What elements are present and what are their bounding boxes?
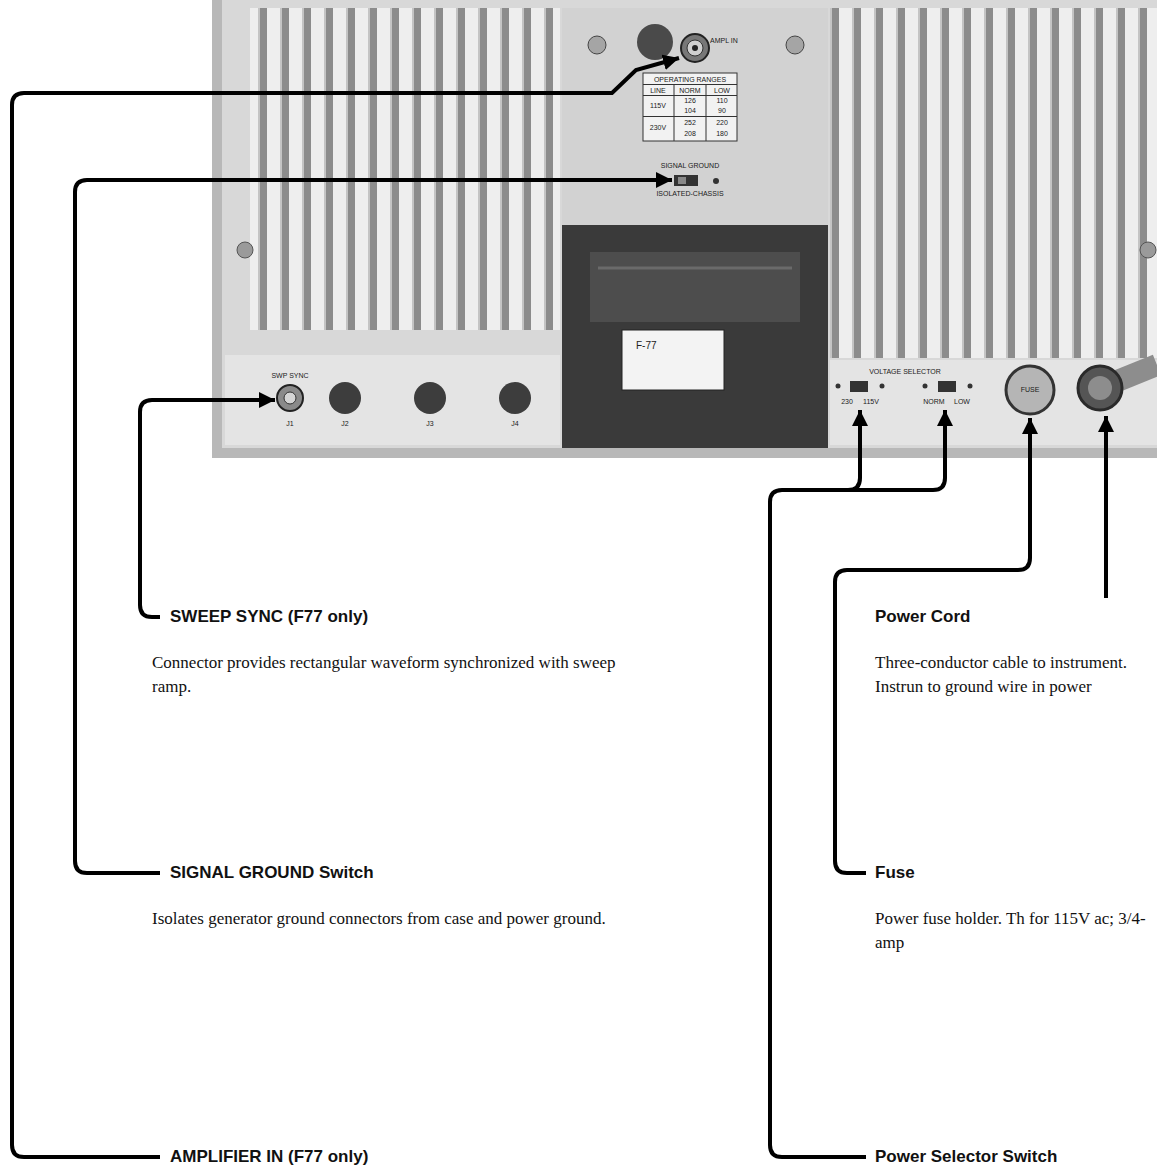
selector-label: VOLTAGE SELECTOR (855, 368, 955, 376)
callout-text: Power fuse holder. Th for 115V ac; 3/4-a… (875, 907, 1151, 955)
model-number: F-77 (636, 340, 716, 352)
switch-label: SIGNAL GROUND (640, 162, 740, 170)
switch-position: 115V (861, 398, 881, 406)
switch-label: ISOLATED-CHASSIS (640, 190, 740, 198)
callout-text: Connector provides rectangular waveform … (152, 651, 622, 699)
jack-label: J1 (280, 420, 300, 428)
table-cell: 252 (675, 119, 705, 127)
callout-text: Isolates generator ground connectors fro… (152, 907, 622, 931)
table-header: LOW (707, 87, 737, 95)
table-cell: 110 (707, 97, 737, 105)
table-cell: 126 (675, 97, 705, 105)
table-header: NORM (675, 87, 705, 95)
table-cell: 220 (707, 119, 737, 127)
table-cell: 230V (643, 124, 673, 132)
table-cell: 208 (675, 130, 705, 138)
connector-label: AMPL IN (710, 37, 740, 45)
table-title: OPERATING RANGES (644, 76, 736, 84)
switch-position: LOW (952, 398, 972, 406)
callout-heading: SWEEP SYNC (F77 only) (170, 607, 368, 627)
callout-heading: AMPLIFIER IN (F77 only) (170, 1147, 368, 1167)
callout-heading: Power Cord (875, 607, 970, 627)
switch-position: 230 (838, 398, 856, 406)
callout-heading: Power Selector Switch (875, 1147, 1057, 1167)
jack-label: J3 (420, 420, 440, 428)
table-cell: 115V (643, 102, 673, 110)
connector-label: SWP SYNC (265, 372, 315, 380)
table-cell: 180 (707, 130, 737, 138)
switch-position: NORM (923, 398, 945, 406)
table-cell: 104 (675, 107, 705, 115)
table-cell: 90 (707, 107, 737, 115)
callout-heading: SIGNAL GROUND Switch (170, 863, 374, 883)
callout-heading: Fuse (875, 863, 915, 883)
jack-label: J4 (505, 420, 525, 428)
callout-text: Three-conductor cable to instrument. Ins… (875, 651, 1151, 699)
leader-lines (12, 58, 1106, 1157)
panel-photo (212, 0, 1157, 458)
table-header: LINE (643, 87, 673, 95)
jack-label: J2 (335, 420, 355, 428)
fuse-label: FUSE (1015, 386, 1045, 394)
